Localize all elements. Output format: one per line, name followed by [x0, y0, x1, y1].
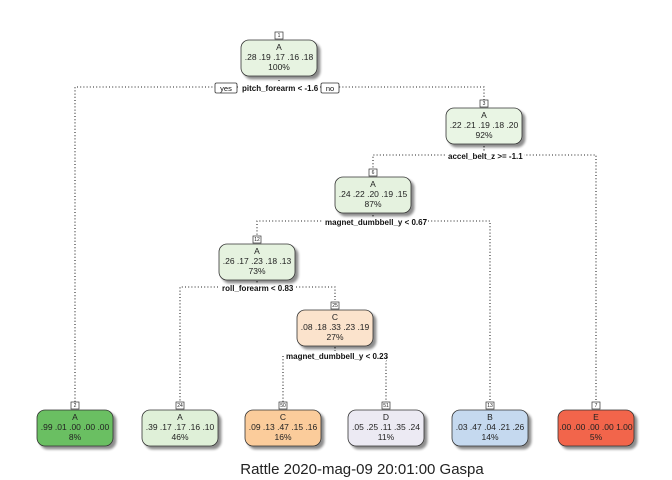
svg-text:no: no: [326, 84, 334, 93]
edge-25-50: [282, 344, 336, 403]
node-pct: 46%: [171, 432, 188, 442]
edge-3-6: [372, 143, 485, 169]
node-pct: 8%: [69, 432, 82, 442]
edge-1-2: [74, 80, 280, 403]
node-pct: 73%: [248, 266, 265, 276]
svg-text:yes: yes: [220, 84, 232, 93]
split-label-4: roll_forearm < 0.83: [222, 284, 294, 293]
edge-12-24: [179, 278, 258, 403]
node-number: 2: [74, 403, 77, 409]
node-pct: 27%: [326, 332, 343, 342]
node-number-box: [70, 401, 80, 410]
split-label-3: magnet_dumbbell_y < 0.67: [325, 218, 428, 227]
node-class: E: [593, 412, 599, 422]
node-box: [347, 409, 425, 447]
node-class: A: [177, 412, 183, 422]
node-number-box: [485, 401, 495, 410]
node-number: 6: [372, 170, 375, 176]
node-probs: .00 .00 .00 .00 1.00: [559, 422, 633, 432]
node-pct: 14%: [481, 432, 498, 442]
node-number-box: [381, 401, 391, 410]
node-class: C: [332, 312, 338, 322]
no-tag: no: [320, 82, 340, 94]
node-number: 25: [332, 303, 338, 309]
node-number-box: [330, 301, 340, 310]
node-probs: .09 .13 .47 .15 .16: [249, 422, 318, 432]
tree-node-2: 2A.99 .01 .00 .00 .008%: [36, 401, 114, 447]
node-pct: 5%: [590, 432, 603, 442]
node-box: [334, 176, 412, 214]
node-class: B: [487, 412, 493, 422]
edge-6-13: [372, 212, 491, 403]
node-box: [36, 409, 114, 447]
node-probs: .08 .18 .33 .23 .19: [301, 322, 370, 332]
node-pct: 16%: [274, 432, 291, 442]
node-pct: 87%: [364, 199, 381, 209]
node-box: [244, 409, 322, 447]
node-number-box: [368, 168, 378, 177]
node-probs: .24 .22 .20 .19 .15: [339, 189, 408, 199]
node-class: D: [383, 412, 389, 422]
node-probs: .99 .01 .00 .00 .00: [41, 422, 110, 432]
node-probs: .26 .17 .23 .18 .13: [223, 256, 292, 266]
node-number: 51: [383, 403, 389, 409]
node-box: [445, 107, 523, 145]
node-number: 50: [280, 403, 286, 409]
node-probs: .22 .21 .19 .18 .20: [450, 120, 519, 130]
node-box: [557, 409, 635, 447]
node-box: [218, 243, 296, 281]
node-class: A: [254, 246, 260, 256]
node-pct: 92%: [475, 130, 492, 140]
node-number: 1: [278, 33, 281, 39]
edge-12-25: [256, 278, 336, 300]
split-label-5: magnet_dumbbell_y < 0.23: [286, 352, 389, 361]
node-probs: .05 .25 .11 .35 .24: [352, 422, 420, 432]
tree-node-7: 7E.00 .00 .00 .00 1.005%: [557, 401, 635, 447]
node-box: [240, 39, 318, 77]
node-box: [141, 409, 219, 447]
node-number: 24: [177, 403, 183, 409]
node-class: C: [280, 412, 286, 422]
node-number: 3: [483, 101, 486, 107]
node-probs: .28 .19 .17 .16 .18: [245, 52, 314, 62]
node-number-box: [278, 401, 288, 410]
node-probs: .39 .17 .17 .16 .10: [146, 422, 215, 432]
node-class: A: [370, 179, 376, 189]
split-label-1: pitch_forearm < -1.6: [242, 84, 319, 93]
node-probs: .03 .47 .04 .21 .26: [456, 422, 525, 432]
node-number-box: [479, 99, 489, 108]
node-class: A: [72, 412, 78, 422]
node-box: [296, 309, 374, 347]
node-pct: 100%: [268, 62, 290, 72]
node-number-box: [274, 31, 284, 40]
split-label-2: accel_belt_z >= -1.1: [448, 152, 523, 161]
edge-3-7: [483, 143, 597, 403]
node-box: [451, 409, 529, 447]
node-number-box: [175, 401, 185, 410]
node-pct: 11%: [378, 432, 395, 442]
plot-caption: Rattle 2020-mag-09 20:01:00 Gaspa: [240, 461, 484, 478]
node-class: A: [481, 110, 487, 120]
node-number: 7: [595, 403, 598, 409]
yes-tag: yes: [214, 82, 238, 94]
node-number-box: [252, 235, 262, 244]
node-number-box: [591, 401, 601, 410]
node-number: 12: [254, 237, 260, 243]
node-class: A: [276, 42, 282, 52]
node-number: 13: [487, 403, 493, 409]
